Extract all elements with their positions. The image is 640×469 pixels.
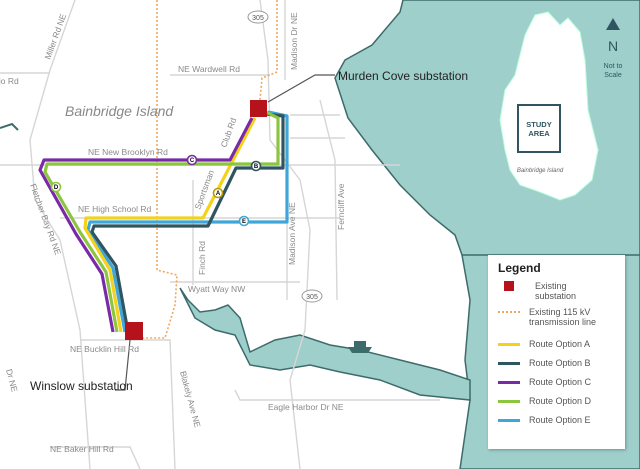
legend-item-route-e: Route Option E bbox=[498, 415, 591, 425]
highway-shields: 305 305 bbox=[247, 10, 323, 303]
legend-label: Route Option D bbox=[529, 396, 592, 406]
route-marker-b-label: B bbox=[254, 164, 259, 170]
legend-label: Route Option E bbox=[529, 415, 591, 425]
route-marker-a bbox=[212, 187, 224, 199]
road-label: Finch Rd bbox=[197, 241, 207, 275]
road-label: Wyatt Way NW bbox=[188, 284, 245, 294]
route-a-swatch bbox=[498, 343, 520, 346]
highway-shield-icon bbox=[247, 10, 269, 24]
road-label: NE Wardwell Rd bbox=[178, 64, 240, 74]
road-label: Club Rd bbox=[218, 116, 238, 149]
legend-label: Route Option B bbox=[529, 358, 591, 368]
route-option-e bbox=[86, 110, 289, 333]
legend-label: Existing substation bbox=[535, 281, 577, 301]
road-label: NE New Brooklyn Rd bbox=[88, 147, 168, 157]
winslow-callout-line bbox=[115, 339, 131, 391]
inset-map: Bainbridge Island bbox=[499, 11, 599, 201]
route-marker-b bbox=[250, 160, 262, 172]
island-label: Bainbridge Island bbox=[65, 103, 174, 119]
route-marker-e-label: E bbox=[242, 219, 246, 225]
murden-cove-label: Murden Cove substation bbox=[338, 69, 468, 83]
road-label: Blakely Ave NE bbox=[178, 370, 203, 429]
road-label: Eagle Harbor Dr NE bbox=[268, 402, 344, 412]
highway-number: 305 bbox=[252, 15, 264, 22]
north-arrow-icon bbox=[606, 18, 620, 30]
road-label: Ferncliff Ave bbox=[336, 183, 346, 230]
route-option-c bbox=[38, 117, 254, 333]
route-c-swatch bbox=[498, 381, 520, 384]
road-label: Madison Dr NE bbox=[289, 12, 299, 70]
route-option-b bbox=[90, 112, 285, 333]
water-eagle-harbor bbox=[179, 287, 471, 401]
route-marker-c bbox=[186, 154, 198, 166]
route-marker-e bbox=[238, 215, 250, 227]
winslow-label: Winslow substation bbox=[30, 379, 133, 393]
winslow-substation[interactable] bbox=[125, 322, 143, 340]
road-label: NE Bucklin Hill Rd bbox=[70, 344, 139, 354]
legend-item-route-c: Route Option C bbox=[498, 377, 591, 387]
substation-swatch bbox=[504, 281, 514, 291]
legend-item-route-b: Route Option B bbox=[498, 358, 591, 368]
legend-item-route-a: Route Option A bbox=[498, 339, 590, 349]
transmission-swatch bbox=[498, 311, 520, 313]
legend-label: Existing 115 kV transmission line bbox=[529, 307, 597, 327]
road-label: NE Baker Hill Rd bbox=[50, 444, 114, 454]
north-label: N bbox=[608, 38, 618, 54]
water-inlet bbox=[0, 122, 19, 131]
highway-number: 305 bbox=[306, 294, 318, 301]
route-option-d bbox=[43, 110, 280, 333]
route-option-a bbox=[83, 117, 257, 333]
legend-label: Route Option C bbox=[529, 377, 592, 387]
road-label: NE High School Rd bbox=[78, 204, 152, 214]
ferry-icon bbox=[348, 341, 372, 353]
legend-item-route-d: Route Option D bbox=[498, 396, 591, 406]
study-area-label: STUDY AREA bbox=[526, 119, 552, 138]
murden-cove-substation[interactable] bbox=[250, 100, 267, 117]
highway-shield-icon bbox=[301, 289, 323, 303]
study-area-box bbox=[517, 104, 561, 153]
route-e-swatch bbox=[498, 419, 520, 422]
route-marker-d-label: D bbox=[54, 185, 59, 191]
road-label: Dr NE bbox=[4, 368, 20, 393]
legend-item-substation: Existing substation bbox=[498, 281, 605, 301]
legend-title: Legend bbox=[498, 261, 541, 275]
road-label: Sportsman bbox=[192, 168, 216, 210]
route-markers: A B C D E bbox=[50, 154, 262, 227]
route-lines bbox=[38, 110, 289, 333]
scale-note: Not to Scale bbox=[603, 63, 623, 79]
route-marker-c-label: C bbox=[190, 158, 195, 164]
route-b-swatch bbox=[498, 362, 520, 365]
route-marker-a-label: A bbox=[216, 191, 221, 197]
route-d-swatch bbox=[498, 400, 520, 403]
murden-callout-line bbox=[267, 74, 335, 103]
inset-island-label: Bainbridge Island bbox=[517, 168, 564, 174]
route-marker-d bbox=[50, 181, 62, 193]
legend: Legend Existing substation Existing 115 … bbox=[488, 255, 625, 449]
legend-item-transmission: Existing 115 kV transmission line bbox=[498, 307, 614, 327]
road-label: lio Rd bbox=[0, 76, 19, 86]
legend-label: Route Option A bbox=[529, 339, 591, 349]
road-label: Madison Ave NE bbox=[287, 202, 297, 265]
